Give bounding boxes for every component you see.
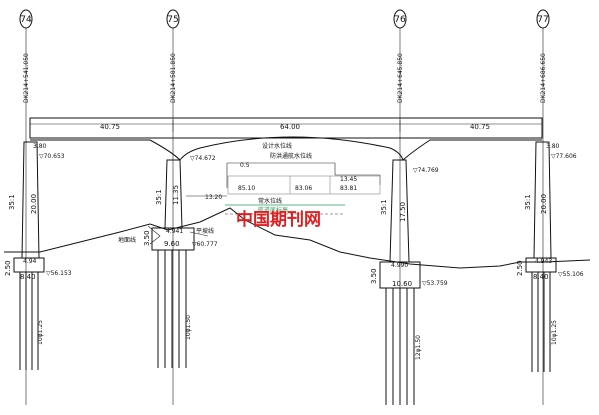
span-2: 64.00 [280,123,300,131]
label-depth-a: 85.10 [238,185,255,192]
pier-75: ▽74.672 35:1 11.35 4.941 9.60 3.50 ▽60.7… [143,155,218,368]
label-flood-level: 防洪通航水位线 [270,152,312,160]
chainage-74: DK214+541.050 [23,53,30,103]
pier-77: 3.80 ▽77.606 35:1 20.00 4.943 8.40 2.50 … [516,141,584,372]
pier-id-76: 76 [394,15,406,25]
p74-top-width: 3.80 [33,143,47,150]
p75-cap-width: 9.60 [164,240,180,248]
pier-marker-74: 74 [19,9,33,29]
watermark: 中国期刊网 [236,209,321,230]
p76-height: 17.50 [399,202,407,222]
p74-base-elev: ▽56.153 [46,270,72,277]
pier-marker-77: 77 [536,9,550,29]
p77-cap-height: 2.50 [516,260,524,276]
pier-id-75: 75 [167,15,178,25]
span-1: 40.75 [100,123,120,131]
pier-id-77: 77 [537,15,548,25]
label-mid: 13.20 [205,194,222,201]
p77-piles: 10φ1.25 [551,320,558,345]
pier-74: 3.80 ▽70.653 35:1 20.00 4.94 8.40 2.50 ▽… [4,141,72,370]
label-right: 13.45 [340,176,357,183]
ground-line [4,207,591,269]
p75-bottom: 4.941 [166,228,183,235]
label-water-level: 常水位线 [258,197,282,205]
p76-cap-width: 10.60 [392,280,412,288]
p77-height: 20.00 [540,194,548,214]
label-ground-line: 地面线 [118,236,136,244]
p76-cap-height: 3.50 [370,268,378,284]
deck-girder [29,117,543,161]
p76-slope: 35:1 [380,199,388,215]
label-depth-c: 83.81 [340,185,357,192]
chainage-75: DK214+581.850 [170,53,177,103]
p76-bottom: 4.990 [391,262,408,269]
p75-cap-height: 3.50 [143,230,151,246]
p77-top-width: 3.80 [546,143,560,150]
p77-slope: 35:1 [524,194,532,210]
p77-cap-width: 8.40 [533,273,549,281]
p74-cap-height: 2.50 [4,260,12,276]
p74-height: 20.00 [30,194,38,214]
p74-bottom: 4.94 [23,258,37,265]
label-depth-b: 83.06 [295,185,312,192]
label-flat-line: 平坡线 [196,227,214,235]
p74-top-elev: ▽70.653 [39,153,65,160]
chainage-77: DK214+686.650 [540,53,547,103]
water-levels [147,162,381,245]
pier-marker-76: 76 [393,9,407,29]
p77-base-elev: ▽55.106 [558,271,584,278]
pier-76: ▽74.769 35:1 17.50 4.990 10.60 3.50 ▽53.… [370,159,448,405]
p76-piles: 12φ1.50 [415,335,422,360]
span-3: 40.75 [470,123,490,131]
p75-height: 11.35 [172,185,180,205]
p75-top-elev: ▽74.672 [190,155,216,162]
p76-top-elev: ▽74.769 [413,167,439,174]
pier-id-74: 74 [20,15,32,25]
p77-top-elev: ▽77.606 [551,153,577,160]
p74-piles: 10φ1.25 [37,320,44,345]
label-left: 0.5 [240,162,250,169]
label-channel-bottom: 航道底标高 [258,206,288,214]
p75-base-elev: ▽60.777 [192,241,218,248]
p76-base-elev: ▽53.759 [422,280,448,287]
label-design-level: 设计水位线 [262,142,292,150]
p74-cap-width: 8.40 [20,273,36,281]
p74-slope: 35:1 [8,194,16,210]
chainage-76: DK214+645.850 [397,53,404,103]
p75-slope: 35:1 [155,189,163,205]
p75-piles: 10φ1.50 [185,315,192,340]
pier-marker-75: 75 [166,9,180,29]
